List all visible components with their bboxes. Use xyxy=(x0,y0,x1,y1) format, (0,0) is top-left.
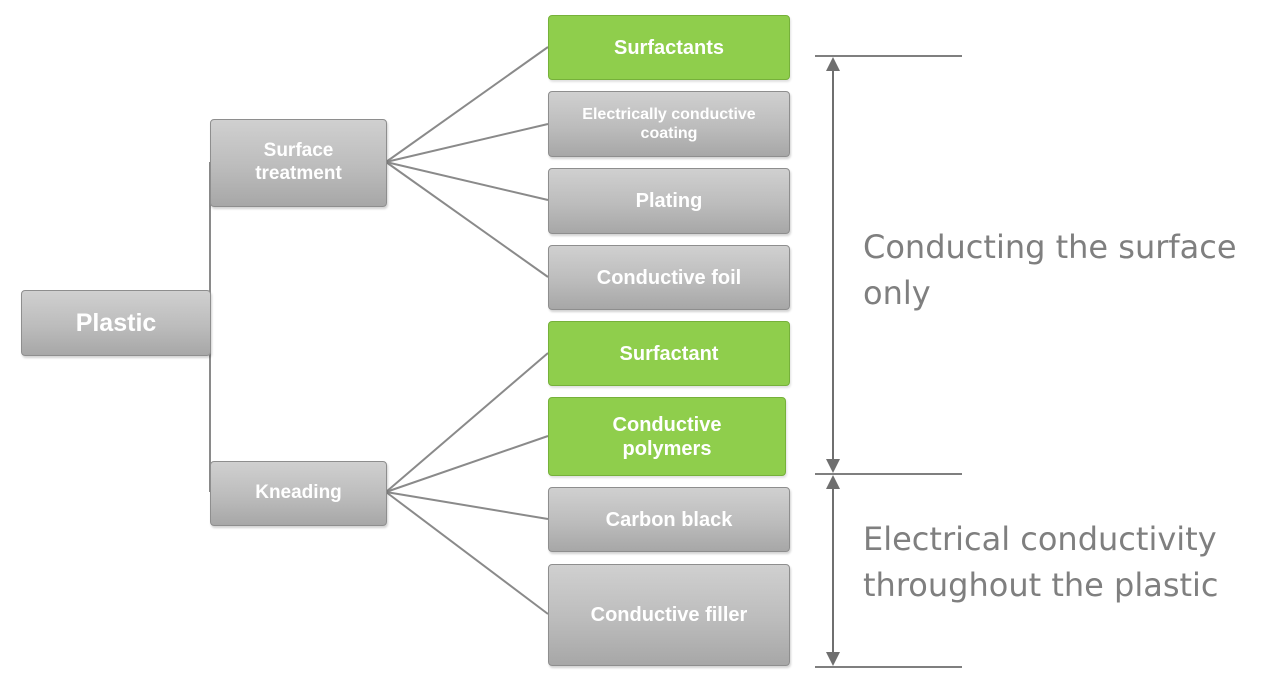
surfactant-label: Surfactant xyxy=(619,342,719,365)
conductive-polymers-node: Conductive polymers xyxy=(548,397,786,476)
electrically-conductive-coating-node: Electrically conductive coating xyxy=(548,91,790,157)
throughout-conduction-annotation: Electrical conductivity throughout the p… xyxy=(863,520,1219,605)
surfactants-node: Surfactants xyxy=(548,15,790,80)
plastic-root-label: Plastic xyxy=(75,309,157,337)
surface-treatment-label: Surface treatment xyxy=(255,140,342,184)
conductive-filler-label: Conductive filler xyxy=(590,604,748,626)
plating-label: Plating xyxy=(635,190,703,212)
surfactant-node: Surfactant xyxy=(548,321,790,386)
plastic-root-node: Plastic xyxy=(21,290,211,356)
plating-node: Plating xyxy=(548,168,790,234)
connectors-surface-treatment xyxy=(385,46,549,278)
electrically-conductive-coating-label: Electrically conductive coating xyxy=(582,105,756,142)
conductive-filler-node: Conductive filler xyxy=(548,564,790,666)
kneading-label: Kneading xyxy=(255,482,342,504)
connectors-kneading xyxy=(385,352,549,615)
conductive-foil-label: Conductive foil xyxy=(596,266,742,289)
surfactants-label: Surfactants xyxy=(613,36,725,59)
conductive-foil-node: Conductive foil xyxy=(548,245,790,310)
carbon-black-label: Carbon black xyxy=(605,508,733,531)
kneading-node: Kneading xyxy=(210,461,387,526)
carbon-black-node: Carbon black xyxy=(548,487,790,552)
conductive-polymers-label: Conductive polymers xyxy=(612,413,722,460)
surface-treatment-node: Surface treatment xyxy=(210,119,387,207)
surface-conduction-annotation: Conducting the surface only xyxy=(863,228,1237,313)
